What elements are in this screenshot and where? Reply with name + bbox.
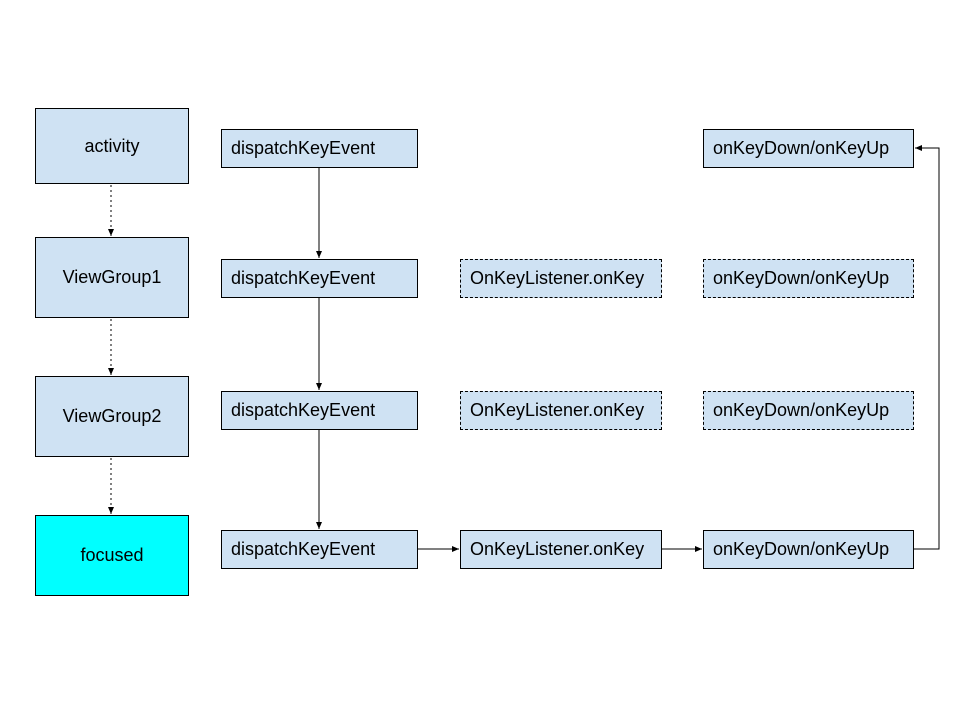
on-key-listener-focused-label: OnKeyListener.onKey: [470, 539, 645, 559]
viewgroup2-label: ViewGroup2: [62, 406, 162, 426]
on-key-down-focused: onKeyDown/onKeyUp: [703, 530, 914, 569]
on-key-down-viewgroup1: onKeyDown/onKeyUp: [703, 259, 914, 298]
on-key-listener-viewgroup2-label: OnKeyListener.onKey: [470, 400, 645, 420]
dispatch-key-event-viewgroup1: dispatchKeyEvent: [221, 259, 418, 298]
dispatch-key-event-activity-label: dispatchKeyEvent: [231, 138, 376, 158]
activity-label: activity: [84, 135, 140, 156]
on-key-listener-viewgroup1-label: OnKeyListener.onKey: [470, 268, 645, 288]
dispatch-key-event-viewgroup2: dispatchKeyEvent: [221, 391, 418, 430]
focused-node: focused: [35, 515, 189, 596]
on-key-down-focused-label: onKeyDown/onKeyUp: [713, 539, 890, 559]
on-key-listener-viewgroup1: OnKeyListener.onKey: [460, 259, 662, 298]
viewgroup1-node: ViewGroup1: [35, 237, 189, 318]
dispatch-key-event-viewgroup2-label: dispatchKeyEvent: [231, 400, 376, 420]
on-key-listener-viewgroup2: OnKeyListener.onKey: [460, 391, 662, 430]
dispatch-key-event-activity: dispatchKeyEvent: [221, 129, 418, 168]
on-key-listener-focused: OnKeyListener.onKey: [460, 530, 662, 569]
on-key-down-viewgroup1-label: onKeyDown/onKeyUp: [713, 268, 890, 288]
viewgroup1-label: ViewGroup1: [62, 267, 162, 287]
on-key-down-viewgroup2: onKeyDown/onKeyUp: [703, 391, 914, 430]
dispatch-key-event-focused: dispatchKeyEvent: [221, 530, 418, 569]
activity-node: activity: [35, 108, 189, 184]
viewgroup2-node: ViewGroup2: [35, 376, 189, 457]
focused-label: focused: [80, 545, 144, 565]
arrow-return-to-activity-keydown: [914, 145, 940, 550]
dispatch-key-event-viewgroup1-label: dispatchKeyEvent: [231, 268, 376, 288]
on-key-down-activity-label: onKeyDown/onKeyUp: [713, 138, 890, 158]
dispatch-key-event-focused-label: dispatchKeyEvent: [231, 539, 376, 559]
on-key-down-activity: onKeyDown/onKeyUp: [703, 129, 914, 168]
on-key-down-viewgroup2-label: onKeyDown/onKeyUp: [713, 400, 890, 420]
